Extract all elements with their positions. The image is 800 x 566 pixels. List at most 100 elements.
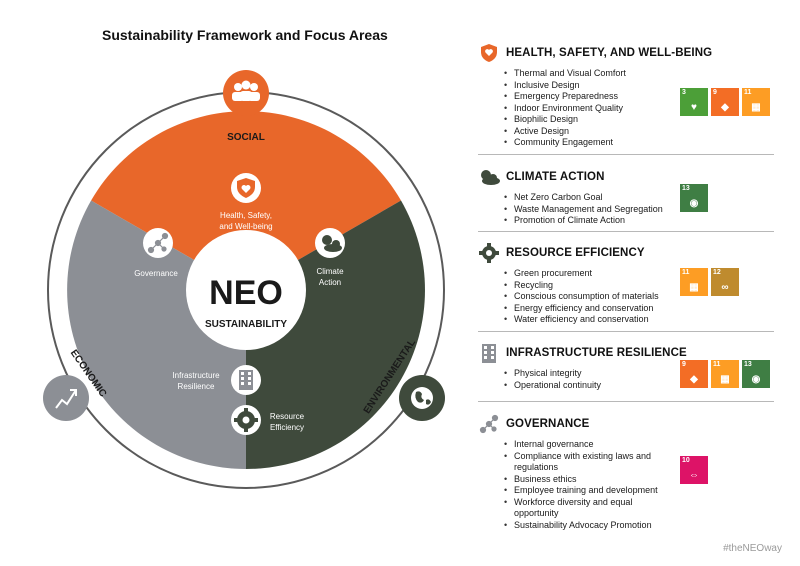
sdg-number: 13 [744,361,752,368]
climate-segment-label-2: Action [319,278,341,287]
list-item: Operational continuity [504,380,774,392]
shield-heart-icon [478,42,500,64]
list-item: Conscious consumption of materials [504,291,774,303]
framework-diagram: NEO SUSTAINABILITY SOCIAL ECONOMIC ENVIR… [43,70,445,489]
network-icon [478,413,500,435]
health-segment-label-2: and Well-being [219,222,272,231]
list-item: Internal governance [504,439,674,451]
panel-climate: CLIMATE ACTION Net Zero Carbon Goal Wast… [478,166,774,227]
gear-icon [234,408,258,432]
list-item: Community Engagement [504,137,774,149]
sdg-icon: ♥ [691,102,697,113]
infrastructure-segment-label: Infrastructure [172,371,220,380]
sdg-icon: ◉ [751,374,761,385]
list-item: Workforce diversity and equal opportunit… [504,497,674,520]
sdg-badges: 13 ◉ [680,184,708,212]
resource-segment-label: Resource [270,412,305,421]
sdg-badge: 3♥ [680,88,708,116]
list-item: Recycling [504,280,774,292]
network-icon [147,232,169,254]
list-item: Thermal and Visual Comfort [504,68,774,80]
sdg-number: 10 [682,457,690,464]
panel-infrastructure: INFRASTRUCTURE RESILIENCE Physical integ… [478,342,774,391]
social-ring-label: SOCIAL [227,132,265,143]
sdg-icon: ▦ [751,102,761,113]
sdg-icon: ◉ [689,198,699,209]
panel-title: GOVERNANCE [506,418,590,430]
center-circle [186,230,306,350]
divider [478,231,774,232]
list-item: Indoor Environment Quality [504,103,774,115]
climate-segment-label: Climate [316,267,344,276]
sdg-icon: ⇔ [689,470,699,481]
sdg-number: 11 [682,269,690,276]
governance-segment-label: Governance [134,269,178,278]
people-icon [232,80,260,101]
list-item: Water efficiency and conservation [504,314,774,326]
list-item: Sustainability Advocacy Promotion [504,520,674,532]
hashtag: #theNEOway [723,543,782,554]
economic-node [43,375,89,421]
sdg-badges: 11 ▦ 12∞ [680,268,739,296]
divider [478,401,774,402]
shield-heart-icon [237,178,255,198]
divider [478,154,774,155]
sdg-icon: ▦ [720,374,730,385]
list-item: Emergency Preparedness [504,91,774,103]
sdg-number: 11 [744,89,752,96]
panel-governance: GOVERNANCE Internal governance Complianc… [478,413,774,531]
sdg-badge: 12∞ [711,268,739,296]
panel-title: HEALTH, SAFETY, AND WELL-BEING [506,47,713,59]
chart-growth-icon [55,389,77,409]
sdg-badges: 10 ⇔ [680,456,708,484]
panel-resource: RESOURCE EFFICIENCY Green procurement Re… [478,242,774,326]
sdg-number: 12 [713,269,721,276]
cloud-sun-icon [478,166,500,188]
sdg-number: 3 [682,89,686,96]
list-item: Biophilic Design [504,114,774,126]
sdg-badge: 11 ▦ [742,88,770,116]
center-main-label: NEO [209,274,283,312]
list-item: Energy efficiency and conservation [504,303,774,315]
panel-title: RESOURCE EFFICIENCY [506,247,645,259]
list-item: Compliance with existing laws and regula… [504,451,674,474]
sdg-icon: ∞ [721,282,729,293]
cloud-sun-icon [322,235,342,252]
list-item: Employee training and development [504,485,674,497]
sdg-number: 13 [682,185,690,192]
sdg-number: 9 [682,361,686,368]
list-item: Active Design [504,126,774,138]
gear-icon [478,242,500,264]
resource-segment-label-2: Efficiency [270,423,304,432]
page-title: Sustainability Framework and Focus Areas [102,27,388,43]
panel-health: HEALTH, SAFETY, AND WELL-BEING Thermal a… [478,42,774,149]
list-item: Physical integrity [504,368,774,380]
list-item: Inclusive Design [504,80,774,92]
list-item: Waste Management and Segregation [504,204,774,216]
building-icon [478,342,500,364]
building-icon [239,370,253,390]
list-item: Promotion of Climate Action [504,215,774,227]
sdg-badge: 9◆ [680,360,708,388]
sdg-badge: 13 ◉ [742,360,770,388]
sdg-badge: 10 ⇔ [680,456,708,484]
sdg-number: 11 [713,361,721,368]
sdg-icon: ◆ [721,102,729,113]
sdg-badge: 11 ▦ [711,360,739,388]
sdg-badge: 13 ◉ [680,184,708,212]
sdg-badge: 11 ▦ [680,268,708,296]
sdg-icon: ◆ [690,374,698,385]
sdg-badge: 9◆ [711,88,739,116]
list-item: Business ethics [504,474,674,486]
center-sub-label: SUSTAINABILITY [205,319,287,330]
sdg-badges: 3♥9◆11▦ [680,88,770,116]
list-item: Net Zero Carbon Goal [504,192,774,204]
list-item: Green procurement [504,268,774,280]
sdg-number: 9 [713,89,717,96]
divider [478,331,774,332]
infrastructure-segment-label-2: Resilience [178,382,215,391]
health-segment-label: Health, Safety, [220,211,272,220]
sdg-badges: 9◆11▦13◉ [680,360,770,388]
globe-icon [411,387,433,409]
sdg-icon: ▦ [689,282,699,293]
